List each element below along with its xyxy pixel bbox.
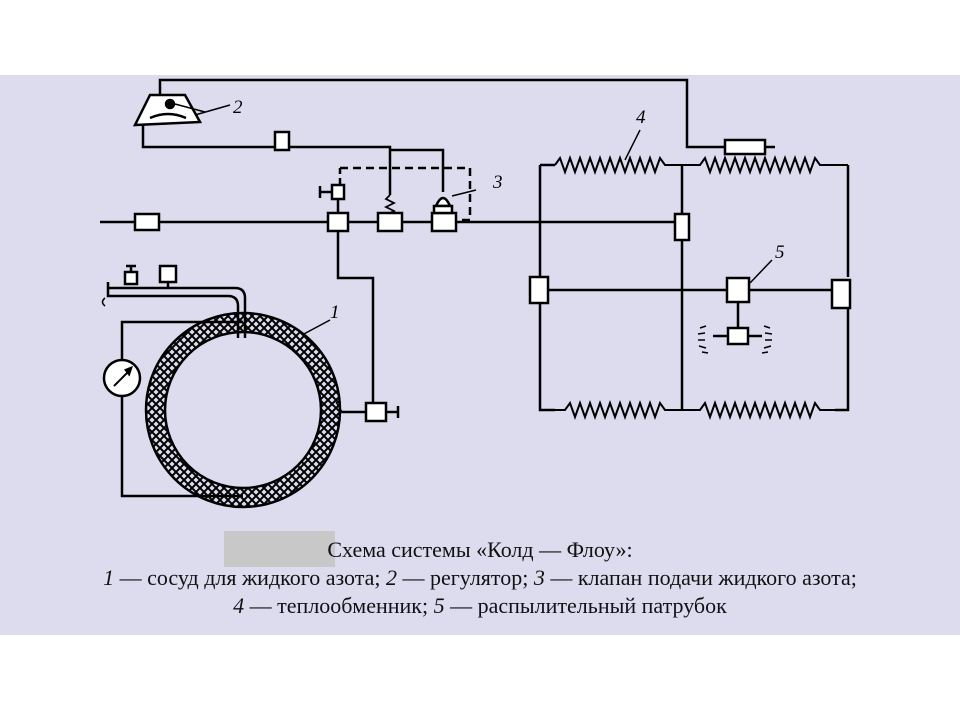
label-5: 5: [775, 242, 785, 263]
caption-num-1: 1: [103, 565, 115, 590]
label-4: 4: [636, 107, 646, 128]
pressure-gauge: [102, 358, 142, 398]
sensor-box: [723, 138, 767, 156]
caption-mask: [224, 531, 335, 567]
nitrogen-vessel: [144, 311, 343, 509]
caption-title: Схема системы «Колд — Флоу»:: [327, 537, 633, 562]
caption-num-5: 5: [433, 593, 445, 618]
figure-caption: Схема системы «Колд — Флоу»: 1 — сосуд д…: [0, 536, 960, 620]
label-1: 1: [330, 302, 340, 323]
caption-line-2: 1 — сосуд для жидкого азота; 2 — регулят…: [0, 564, 960, 592]
caption-num-4: 4: [233, 593, 245, 618]
figure-panel: [0, 75, 960, 635]
label-2: 2: [233, 97, 243, 118]
regulator-dial: [132, 93, 206, 127]
caption-text-5: — распылительный патрубок: [444, 593, 727, 618]
caption-line-3: 4 — теплообменник; 5 — распылительный па…: [0, 592, 960, 620]
caption-num-2: 2: [386, 565, 397, 590]
caption-text-3: — клапан подачи жидкого азота;: [544, 565, 857, 590]
heat-exchanger-coils: [554, 155, 848, 420]
caption-text-1: — сосуд для жидкого азота;: [114, 565, 386, 590]
spray-marks: [697, 325, 773, 354]
label-3: 3: [492, 172, 503, 193]
caption-text-2: — регулятор;: [397, 565, 534, 590]
caption-text-4: — теплообменник;: [244, 593, 434, 618]
caption-num-3: 3: [533, 565, 545, 590]
